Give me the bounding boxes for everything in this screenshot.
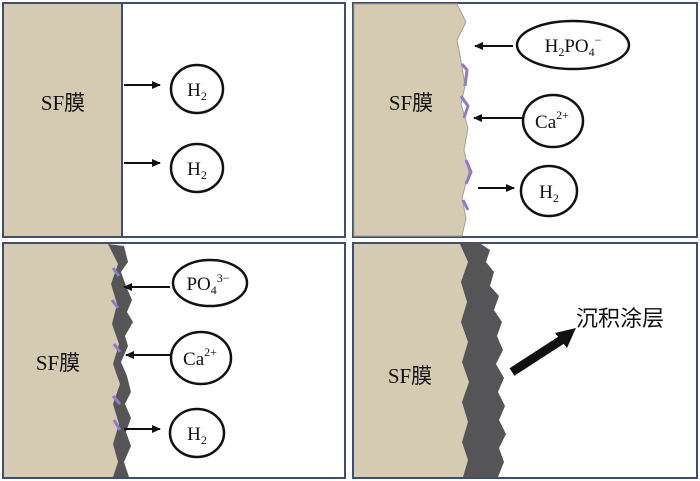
panel-1: SF膜 H2 H2 (2, 2, 346, 238)
panel-3-ion-1: PO43− (186, 271, 229, 297)
panel-2-ion-1: H2PO4− (545, 33, 602, 59)
panel-1-sf-film (4, 4, 122, 236)
panel-2-ion-3: H2 (539, 182, 559, 205)
panel-4-coating-arrow (509, 333, 569, 376)
panel-4-sf-film (354, 244, 469, 477)
panel-2: SF膜 H2PO4− Ca2+ H2 (352, 2, 698, 238)
panel-3-ion-3-circle (168, 407, 226, 459)
panel-4-coating-label: 沉积涂层 (576, 306, 664, 331)
panel-4: SF膜 沉积涂层 (352, 242, 698, 479)
panel-4-film-label: SF膜 (388, 364, 432, 388)
panel-4-coating-arrowhead (555, 328, 576, 348)
panel-1-ion-1: H2 (187, 80, 207, 103)
panel-3-ion-2: Ca2+ (183, 345, 217, 370)
panel-2-sf-film (353, 3, 470, 237)
panel-3-ion-3: H2 (187, 424, 207, 447)
panel-2-ion-1-circle (515, 19, 631, 71)
panel-1-ion-2: H2 (187, 159, 207, 182)
panel-2-ion-2-circle (521, 93, 585, 149)
panel-1-ion-1-circle (169, 63, 225, 115)
panel-2-ion-3-circle (519, 164, 579, 218)
panel-3-film-label: SF膜 (36, 351, 80, 375)
panel-3-ion-1-circle (171, 258, 249, 308)
panel-3: SF膜 PO43− Ca2+ H2 (2, 242, 346, 479)
panel-2-purple-pits (459, 63, 473, 211)
panel-2-film-label: SF膜 (389, 91, 433, 115)
panel-2-ion-2: Ca2+ (535, 108, 569, 133)
panel-3-purple-pits (110, 267, 122, 431)
panel-1-ion-2-circle (169, 142, 225, 194)
panel-1-film-label: SF膜 (41, 91, 85, 115)
panel-3-ion-2-circle (169, 330, 233, 386)
panel-3-sf-film (4, 244, 120, 477)
panel-4-coating-layer (460, 242, 506, 477)
